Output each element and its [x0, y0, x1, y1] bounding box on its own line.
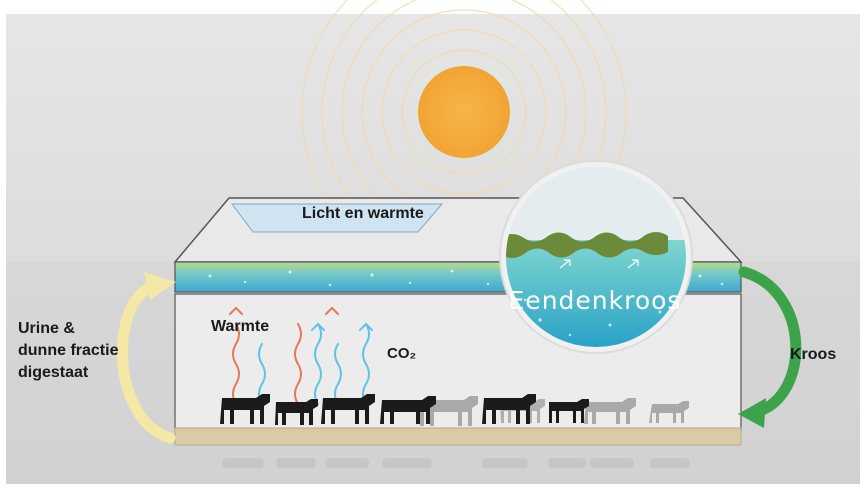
arrow-icon	[738, 266, 802, 428]
warmth-wave-icon	[294, 323, 302, 405]
cow-icon	[220, 394, 589, 425]
light-and-heat-label: Licht en warmte	[302, 205, 424, 222]
duckweed-harvest-label: Kroos	[790, 346, 837, 363]
co2-wave-icon	[334, 343, 342, 405]
co2-label: CO₂	[387, 345, 417, 362]
arrow-icon	[116, 272, 176, 444]
heat-label: Warmte	[211, 318, 270, 335]
urine-label-line3: digestaat	[18, 364, 89, 381]
water-bubbles	[208, 269, 724, 287]
duckweed-magnifier	[499, 160, 693, 354]
cow-herd	[220, 394, 689, 426]
cow-reflections	[222, 458, 690, 468]
co2-chevron-icon	[311, 322, 325, 331]
urine-label-line1: Urine &	[18, 320, 75, 337]
co2-chevron-icon	[359, 322, 373, 331]
co2-wave-icon	[314, 323, 322, 405]
urine-label-line2: dunne fractie	[18, 342, 119, 359]
warmth-chevron-icon	[229, 306, 243, 315]
light-window	[231, 203, 444, 233]
co2-wave-icon	[362, 323, 370, 405]
urine-label: Urine & dunne fractie digestaat	[18, 318, 168, 384]
wave-icons	[229, 306, 373, 405]
duckweed-label: Eendenkroos	[508, 286, 682, 315]
warmth-wave-icon	[232, 323, 240, 405]
co2-wave-icon	[258, 343, 266, 405]
warmth-chevron-icon	[325, 306, 339, 315]
barn-floor	[174, 427, 742, 446]
